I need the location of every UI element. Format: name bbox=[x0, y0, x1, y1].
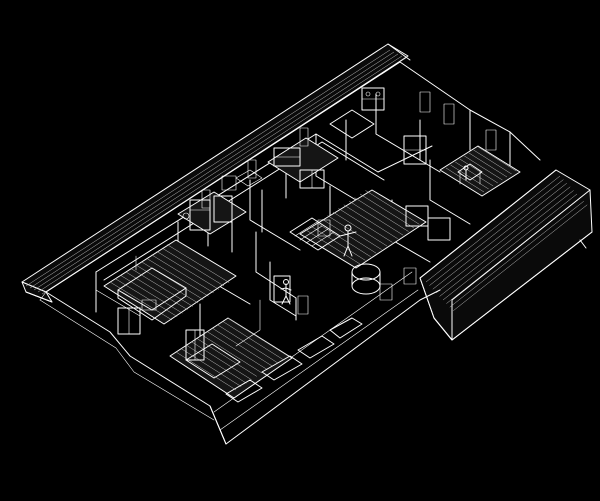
hatch-line bbox=[459, 158, 498, 184]
hatch-line bbox=[156, 251, 219, 290]
hatch-line bbox=[338, 208, 393, 243]
room-kitchen bbox=[267, 109, 375, 189]
staircase bbox=[269, 217, 341, 317]
round-table bbox=[351, 263, 381, 295]
hatch-line bbox=[201, 334, 263, 374]
hatch-line bbox=[349, 200, 404, 236]
hatch-line bbox=[33, 53, 399, 291]
roof-slab-right bbox=[419, 169, 593, 341]
hatch-line bbox=[151, 254, 214, 294]
hatch-line bbox=[37, 55, 403, 293]
hatch-line bbox=[473, 149, 512, 175]
hatch-line bbox=[365, 190, 420, 225]
hatch-line bbox=[212, 327, 273, 367]
hatch-line bbox=[478, 146, 517, 172]
hatch-line bbox=[450, 164, 489, 190]
hatch-line bbox=[196, 338, 257, 377]
human-figures bbox=[280, 165, 469, 305]
hatch-line bbox=[436, 186, 571, 293]
human-figure bbox=[280, 279, 292, 305]
furniture bbox=[95, 169, 331, 347]
hatch-line bbox=[468, 152, 508, 178]
hatch-line bbox=[207, 331, 268, 370]
hatch-line bbox=[359, 193, 415, 229]
hatch-line bbox=[227, 317, 289, 357]
hatch-line bbox=[186, 344, 247, 384]
room-bedroom-front bbox=[169, 317, 363, 403]
hatch-line bbox=[146, 257, 209, 297]
hatch-line bbox=[425, 175, 561, 283]
hatch-line bbox=[322, 218, 377, 254]
room-bedroom-left bbox=[103, 239, 237, 335]
hatch-line bbox=[354, 197, 409, 232]
hatch-line bbox=[445, 167, 485, 193]
hatch-line bbox=[429, 179, 564, 286]
human-figure bbox=[463, 165, 469, 181]
hatch-line bbox=[25, 49, 391, 287]
hatch-line bbox=[311, 226, 366, 261]
hatch-line bbox=[464, 155, 503, 181]
windows bbox=[201, 91, 497, 301]
hatch-line bbox=[222, 321, 283, 360]
hatch-line bbox=[439, 190, 574, 297]
hatch-line bbox=[442, 193, 578, 301]
hatch-line bbox=[455, 161, 494, 187]
hatch-line bbox=[181, 348, 242, 387]
hatch-line bbox=[316, 222, 371, 258]
hatch-line bbox=[343, 204, 398, 240]
hatch-line bbox=[161, 247, 225, 287]
hatch-line bbox=[217, 324, 278, 364]
hatch-line bbox=[305, 229, 361, 265]
room-living bbox=[299, 189, 427, 269]
human-figure bbox=[339, 224, 357, 257]
hatch-line bbox=[332, 211, 388, 247]
hatch-line bbox=[453, 204, 588, 311]
hatch-line bbox=[449, 201, 584, 308]
hatch-line bbox=[432, 183, 567, 290]
hatch-line bbox=[191, 341, 252, 381]
hatch-line bbox=[29, 51, 395, 289]
hatch-line bbox=[167, 244, 230, 283]
